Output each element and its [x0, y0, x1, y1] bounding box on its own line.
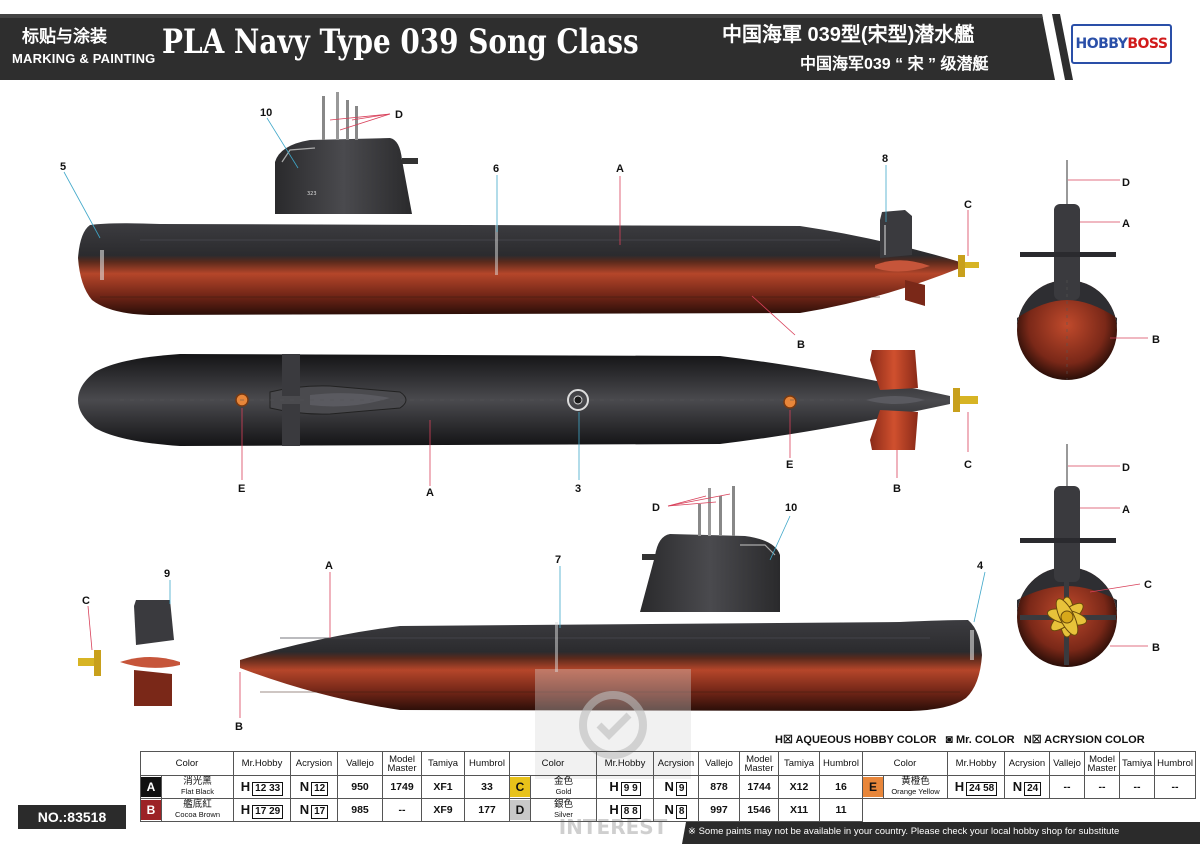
marking-label-en: MARKING & PAINTING [12, 51, 156, 66]
callout-label: A [1122, 504, 1130, 516]
callout-label: E [238, 483, 245, 495]
page-title: PLA Navy Type 039 Song Class [162, 22, 639, 62]
plan-view [78, 350, 978, 486]
paint-footnote: ※ Some paints may not be available in yo… [688, 826, 1120, 837]
callout-label: 10 [785, 502, 797, 514]
callout-label: B [893, 483, 901, 495]
submarine-drawings: 323 [60, 92, 1160, 730]
callout-label: C [1144, 579, 1152, 591]
callout-label: C [964, 199, 972, 211]
callout-label: D [652, 502, 660, 514]
callout-label: A [616, 163, 624, 175]
callout-label: D [1122, 462, 1130, 474]
front-view [1017, 160, 1148, 380]
callout-label: C [964, 459, 972, 471]
callout-label: A [1122, 218, 1130, 230]
callout-label: B [1152, 642, 1160, 654]
header-band: 标贴与涂装 MARKING & PAINTING PLA Navy Type 0… [0, 0, 1200, 80]
paint-brand-legend: H☒ AQUEOUS HOBBY COLOR ◙ Mr. COLOR N☒ AC… [775, 732, 1145, 746]
callout-labels: 10 D 5 6 A 8 C B E A 3 E B C D 10 A 9 7 … [60, 107, 1160, 730]
title-japanese: 中国海軍 039型(宋型)潜水艦 [722, 24, 975, 46]
callout-label: D [395, 109, 403, 121]
callout-label: D [1122, 177, 1130, 189]
marking-label-cn: 标贴与涂装 [22, 27, 107, 46]
callout-label: B [797, 339, 805, 351]
callout-label: C [82, 595, 90, 607]
hobbyboss-logo: HOBBYBOSS [1071, 24, 1172, 64]
rear-view [1017, 444, 1148, 667]
callout-label: 10 [260, 107, 272, 119]
svg-text:323: 323 [307, 191, 317, 197]
callout-label: E [786, 459, 793, 471]
callout-label: 9 [164, 568, 170, 580]
callout-label: A [426, 487, 434, 499]
propeller [1046, 596, 1088, 638]
callout-label: 3 [575, 483, 581, 495]
header-background [0, 14, 1073, 80]
callout-label: 4 [977, 560, 984, 572]
kit-number: NO.:83518 [18, 805, 126, 829]
callout-label: B [235, 721, 243, 730]
callout-label: B [1152, 334, 1160, 346]
callout-label: 7 [555, 554, 561, 566]
callout-label: 5 [60, 161, 66, 173]
callout-label: 8 [882, 153, 888, 165]
callout-label: A [325, 560, 333, 572]
side-view-bottom [78, 486, 986, 718]
bottom-bar [682, 822, 1200, 844]
callout-label: 6 [493, 163, 499, 175]
title-chinese: 中国海军039 “ 宋 ” 级潜艇 [800, 56, 989, 73]
logo-text: HOBBYBOSS [1075, 36, 1168, 52]
side-view-top: 323 [63, 92, 979, 336]
